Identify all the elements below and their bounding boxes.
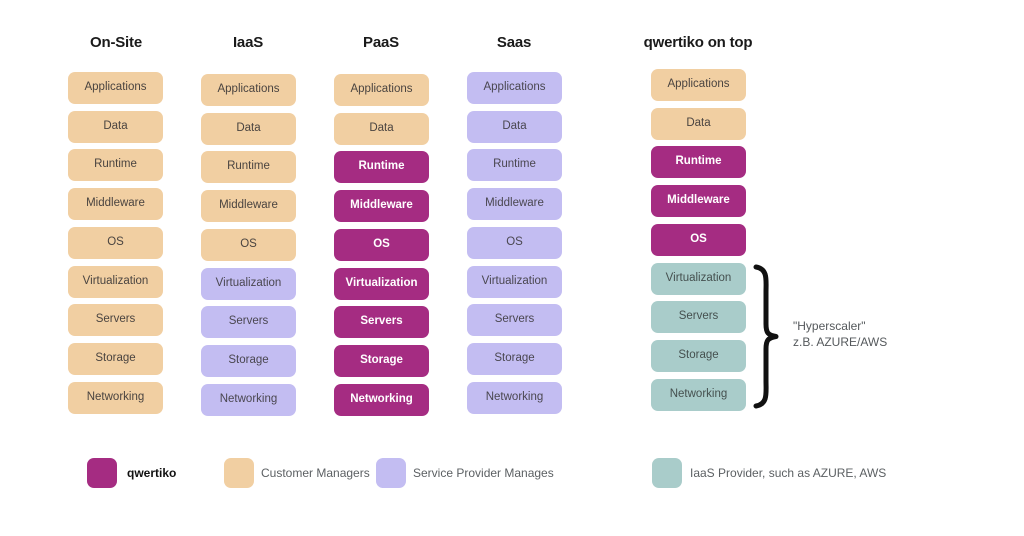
legend-item-customer-manages: Customer Managers bbox=[224, 458, 370, 488]
layer-box-on-site-virtualization[interactable]: Virtualization bbox=[68, 266, 163, 298]
layer-box-paas-networking[interactable]: Networking bbox=[334, 384, 429, 416]
layer-box-paas-os[interactable]: OS bbox=[334, 229, 429, 261]
layer-box-qwertiko-on-top-virtualization[interactable]: Virtualization bbox=[651, 263, 746, 295]
hyperscaler-annotation-line2: z.B. AZURE/AWS bbox=[793, 335, 888, 349]
layer-box-qwertiko-on-top-storage[interactable]: Storage bbox=[651, 340, 746, 372]
layer-box-paas-storage[interactable]: Storage bbox=[334, 345, 429, 377]
hyperscaler-annotation-line1: "Hyperscaler" bbox=[793, 319, 866, 333]
layer-box-iaas-runtime[interactable]: Runtime bbox=[201, 151, 296, 183]
legend-swatch-customer-manages bbox=[224, 458, 254, 488]
layer-box-saas-data[interactable]: Data bbox=[467, 111, 562, 143]
column-header-on-site: On-Site bbox=[90, 34, 142, 51]
layer-box-on-site-servers[interactable]: Servers bbox=[68, 304, 163, 336]
layer-box-qwertiko-on-top-middleware[interactable]: Middleware bbox=[651, 185, 746, 217]
layer-box-iaas-storage[interactable]: Storage bbox=[201, 345, 296, 377]
layer-box-saas-virtualization[interactable]: Virtualization bbox=[467, 266, 562, 298]
layer-box-iaas-virtualization[interactable]: Virtualization bbox=[201, 268, 296, 300]
column-header-saas: Saas bbox=[496, 34, 532, 51]
layer-box-on-site-networking[interactable]: Networking bbox=[68, 382, 163, 414]
layer-box-paas-middleware[interactable]: Middleware bbox=[334, 190, 429, 222]
legend-item-iaas-provider: IaaS Provider, such as AZURE, AWS bbox=[652, 458, 886, 488]
legend-swatch-qwertiko bbox=[87, 458, 117, 488]
layer-box-iaas-servers[interactable]: Servers bbox=[201, 306, 296, 338]
legend-swatch-service-provider-manages bbox=[376, 458, 406, 488]
layer-box-saas-os[interactable]: OS bbox=[467, 227, 562, 259]
legend-label-customer-manages: Customer Managers bbox=[261, 466, 370, 480]
layer-box-iaas-networking[interactable]: Networking bbox=[201, 384, 296, 416]
column-header-iaas: IaaS bbox=[232, 34, 264, 51]
legend-item-service-provider-manages: Service Provider Manages bbox=[376, 458, 554, 488]
legend-item-qwertiko: qwertiko bbox=[87, 458, 176, 488]
layer-box-saas-applications[interactable]: Applications bbox=[467, 72, 562, 104]
column-header-paas: PaaS bbox=[363, 34, 399, 51]
layer-box-paas-runtime[interactable]: Runtime bbox=[334, 151, 429, 183]
legend-label-service-provider-manages: Service Provider Manages bbox=[413, 466, 554, 480]
hyperscaler-brace bbox=[752, 264, 786, 409]
hyperscaler-annotation: "Hyperscaler" z.B. AZURE/AWS bbox=[793, 318, 887, 350]
column-header-qwertiko-on-top: qwertiko on top bbox=[643, 34, 753, 51]
layer-box-paas-virtualization[interactable]: Virtualization bbox=[334, 268, 429, 300]
layer-box-iaas-middleware[interactable]: Middleware bbox=[201, 190, 296, 222]
layer-box-qwertiko-on-top-runtime[interactable]: Runtime bbox=[651, 146, 746, 178]
layer-box-saas-networking[interactable]: Networking bbox=[467, 382, 562, 414]
layer-box-qwertiko-on-top-servers[interactable]: Servers bbox=[651, 301, 746, 333]
layer-box-on-site-applications[interactable]: Applications bbox=[68, 72, 163, 104]
layer-box-iaas-os[interactable]: OS bbox=[201, 229, 296, 261]
layer-box-iaas-data[interactable]: Data bbox=[201, 113, 296, 145]
layer-box-on-site-middleware[interactable]: Middleware bbox=[68, 188, 163, 220]
layer-box-iaas-applications[interactable]: Applications bbox=[201, 74, 296, 106]
layer-box-qwertiko-on-top-networking[interactable]: Networking bbox=[651, 379, 746, 411]
layer-box-on-site-runtime[interactable]: Runtime bbox=[68, 149, 163, 181]
layer-box-on-site-storage[interactable]: Storage bbox=[68, 343, 163, 375]
layer-box-saas-servers[interactable]: Servers bbox=[467, 304, 562, 336]
legend-label-qwertiko: qwertiko bbox=[127, 466, 177, 480]
layer-box-paas-servers[interactable]: Servers bbox=[334, 306, 429, 338]
layer-box-qwertiko-on-top-os[interactable]: OS bbox=[651, 224, 746, 256]
layer-box-qwertiko-on-top-applications[interactable]: Applications bbox=[651, 69, 746, 101]
legend-label-iaas-provider: IaaS Provider, such as AZURE, AWS bbox=[690, 466, 887, 480]
layer-box-paas-applications[interactable]: Applications bbox=[334, 74, 429, 106]
layer-box-paas-data[interactable]: Data bbox=[334, 113, 429, 145]
layer-box-on-site-os[interactable]: OS bbox=[68, 227, 163, 259]
layer-box-saas-storage[interactable]: Storage bbox=[467, 343, 562, 375]
legend-swatch-iaas-provider bbox=[652, 458, 682, 488]
layer-box-on-site-data[interactable]: Data bbox=[68, 111, 163, 143]
layer-box-qwertiko-on-top-data[interactable]: Data bbox=[651, 108, 746, 140]
layer-box-saas-middleware[interactable]: Middleware bbox=[467, 188, 562, 220]
layer-box-saas-runtime[interactable]: Runtime bbox=[467, 149, 562, 181]
